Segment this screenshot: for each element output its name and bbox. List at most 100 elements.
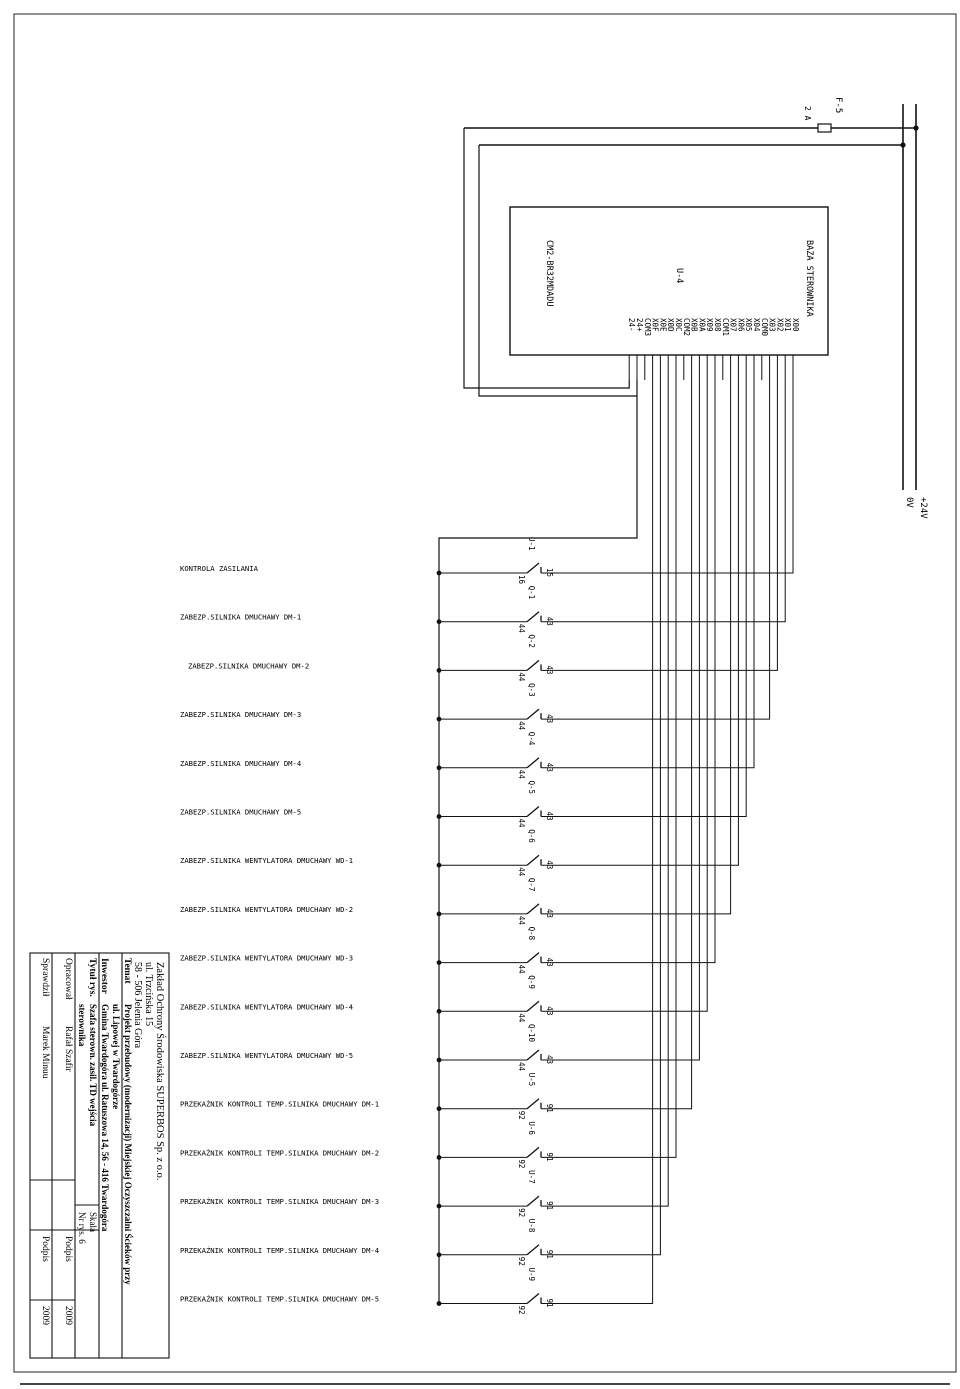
contact-device-label: U-6 [527,1121,536,1135]
input-row: ZABEZP.SILNIKA WENTYLATORA DMUCHAWY WD-3… [180,380,716,974]
contact-device-label: Q-5 [527,781,536,795]
contact-terminal-top: 43 [545,617,554,626]
row-signal-wire [541,380,654,1304]
row-label: ZABEZP.SILNIKA DMUCHAWY DM-5 [180,808,301,817]
contact-terminal-top: 91 [545,1250,554,1259]
row-signal-wire [541,380,771,720]
contact-blade [526,1049,540,1061]
plc-terminal-label: X04 [752,318,761,332]
contact-terminal-bottom: 44 [517,672,526,682]
contact-terminal-top: 91 [545,1201,554,1210]
contact-device-label: Q-1 [527,586,536,600]
plc-terminal-label: 24+ [635,318,644,332]
plc-terminal-label: COM0 [760,318,769,337]
row-junction [436,1106,442,1112]
contact-device-label: Q-9 [527,975,536,989]
row-junction [436,1155,442,1160]
plc-box: BAZA STEROWNIKA U-4 CM2-BR32MDADU X00X01… [509,206,829,356]
contact-blade [526,1244,540,1256]
row-junction [436,911,442,917]
company-street: ul. Trzcińska 15 [143,962,154,1026]
temat-line-1: Projekt przebudowy (modernizacji) Miejsk… [123,1004,133,1285]
plc-id: U-4 [674,268,684,283]
row-signal-wire [541,380,700,1061]
row-junction [436,1301,442,1306]
signal-wires [438,128,794,1304]
row-label: PRZEKAŹNIK KONTROLI TEMP.SILNIKA DMUCHAW… [180,1100,379,1109]
contact-blade [526,952,540,964]
contact-blade [526,1293,540,1304]
row-signal-wire [541,380,732,915]
row-junction [436,1057,442,1063]
fuse-rating: 2 A [803,106,812,121]
row-junction [436,716,442,722]
plc-terminal-label: X0E [658,318,667,332]
plc-terminal-label: COM3 [643,318,652,336]
plc-terminal-label: X0C [674,318,683,332]
row-label: ZABEZP.SILNIKA WENTYLATORA DMUCHAWY WD-3 [180,954,353,963]
plc-terminal-label: COM1 [721,318,730,336]
row-junction [436,862,442,868]
sheet-border [13,13,957,1373]
plc-terminal-label: X08 [713,318,722,332]
row-label: ZABEZP.SILNIKA WENTYLATORA DMUCHAWY WD-4 [180,1002,353,1011]
input-row: PRZEKAŹNIK KONTROLI TEMP.SILNIKA DMUCHAW… [180,380,677,1168]
fuse-label: F-5 [833,97,843,113]
contact-terminal-top: 43 [545,909,554,918]
row-junction [436,1008,442,1014]
inwestor-value: Gmina Twardogóra ul. Ratuszowa 14, 56 - … [100,1004,110,1232]
contact-terminal-bottom: 92 [517,1306,526,1315]
contact-terminal-top: 15 [545,568,554,577]
contact-terminal-top: 43 [545,958,554,967]
plc-title: BAZA STEROWNIKA [804,240,814,317]
row-junction [436,668,442,673]
row-signal-wire [541,380,661,1256]
row-junction [436,619,442,625]
temat-line-2: ul. Lipowej w Twardogórze [111,1004,121,1109]
contact-terminal-top: 43 [545,812,554,821]
row-signal-wire [541,380,693,1110]
contact-terminal-bottom: 44 [517,721,526,731]
contact-terminal-bottom: 44 [517,916,526,926]
tytul-line-2: sterownika [77,1004,87,1047]
common-feed [438,396,638,1304]
contact-terminal-top: 91 [545,1299,554,1308]
plc-terminal-label: X0D [666,318,675,332]
contact-terminal-top: 91 [545,1152,554,1161]
row-signal-wire [541,380,708,1012]
nr-rys-label: Nr rys. 6 [77,1212,87,1244]
input-row: ZABEZP.SILNIKA DMUCHAWY DM-5 Q-5 43 44 [180,380,747,828]
input-row: ZABEZP.SILNIKA WENTYLATORA DMUCHAWY WD-5… [180,380,700,1072]
plc-terminal-label: 24- [627,318,636,332]
row-signal-wire [541,380,677,1158]
row-label: PRZEKAŹNIK KONTROLI TEMP.SILNIKA DMUCHAW… [180,1246,379,1255]
row-signal-wire [541,380,778,671]
row-label: PRZEKAŹNIK KONTROLI TEMP.SILNIKA DMUCHAW… [180,1295,379,1304]
input-row: PRZEKAŹNIK KONTROLI TEMP.SILNIKA DMUCHAW… [180,380,693,1120]
opracowal-name: Rafał Szafir [63,1026,74,1072]
contact-device-label: Q-7 [527,878,536,892]
row-label: ZABEZP.SILNIKA WENTYLATORA DMUCHAWY WD-1 [180,856,353,865]
contact-device-label: U-1 [527,537,536,551]
sprawdzil-podpis: Podpis [40,1236,50,1262]
contact-terminal-bottom: 92 [517,1111,526,1120]
contact-device-label: U-5 [527,1073,536,1087]
opracowal-podpis: Podpis [63,1236,73,1262]
plc-terminal-label: X00 [791,318,800,332]
row-signal-wire [541,380,794,574]
contact-terminal-bottom: 92 [517,1208,526,1217]
zero-v-label: 0V [904,497,914,508]
plc-terminal-label: X02 [775,318,784,332]
plc-terminal-label: X09 [705,318,714,332]
row-junction [436,814,442,819]
plc-terminal-label: X03 [768,318,777,332]
plc-terminal-list: X00X01X02X03COM0X04X05X06X07COM1X08X09X0… [627,318,800,337]
wire-24minus [463,128,630,389]
input-row: PRZEKAŹNIK KONTROLI TEMP.SILNIKA DMUCHAW… [180,380,654,1315]
contact-device-label: Q-4 [527,732,536,746]
row-label: PRZEKAŹNIK KONTROLI TEMP.SILNIKA DMUCHAW… [180,1148,379,1157]
contact-terminal-bottom: 16 [517,575,526,585]
wire-24plus [478,145,638,397]
contact-terminal-bottom: 44 [517,624,526,634]
